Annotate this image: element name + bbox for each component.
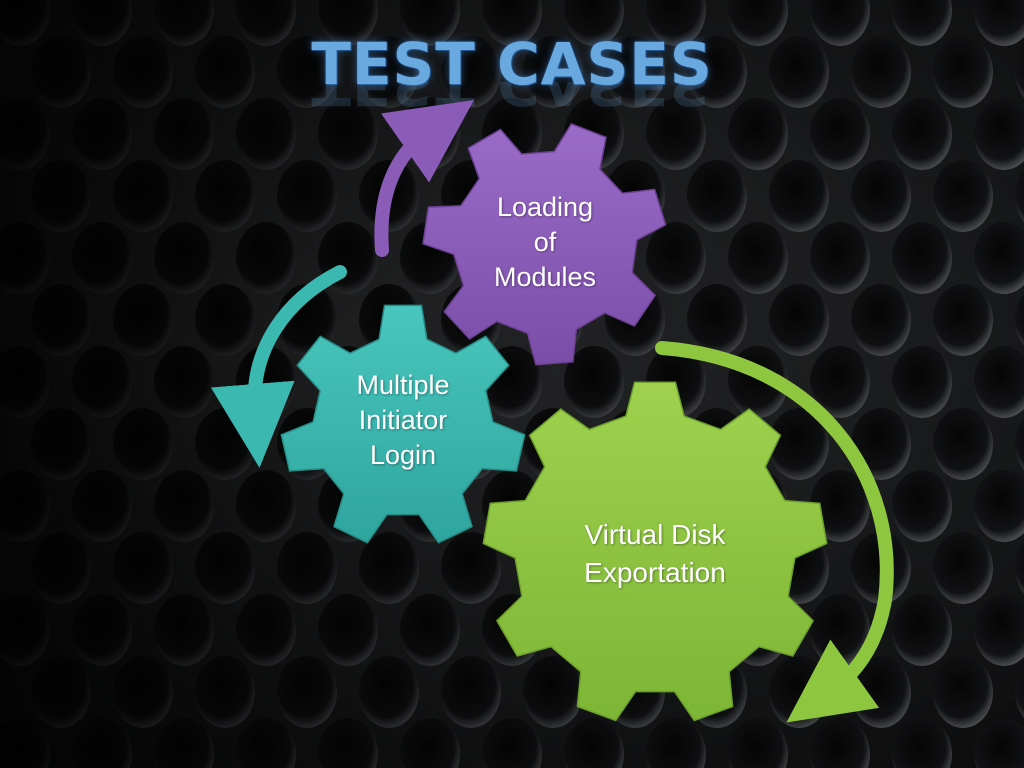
gear-label-virtual-disk-exportation: Virtual Disk Exportation xyxy=(540,516,770,592)
label-line: Virtual Disk xyxy=(584,519,726,550)
gear-multiple-initiator-login xyxy=(280,304,526,544)
gear-label-loading-modules: Loading of Modules xyxy=(460,190,630,295)
label-line: Multiple xyxy=(356,370,450,400)
gear-virtual-disk-exportation xyxy=(482,381,828,722)
arrow-to-loading-modules xyxy=(374,99,474,257)
arrow-to-virtual-disk xyxy=(655,341,894,723)
label-line: of xyxy=(533,227,557,258)
label-line: Login xyxy=(369,440,437,471)
arrow-to-multiple-initiator xyxy=(210,265,347,468)
gear-label-multiple-initiator-login: Multiple Initiator Login xyxy=(313,368,493,473)
label-line: Modules xyxy=(493,262,597,293)
label-line: Exportation xyxy=(584,556,726,588)
slide-title: TEST CASES xyxy=(311,30,713,98)
label-line: Initiator xyxy=(358,405,448,436)
label-line: Loading xyxy=(496,192,594,222)
gear-loading-modules xyxy=(422,122,667,366)
